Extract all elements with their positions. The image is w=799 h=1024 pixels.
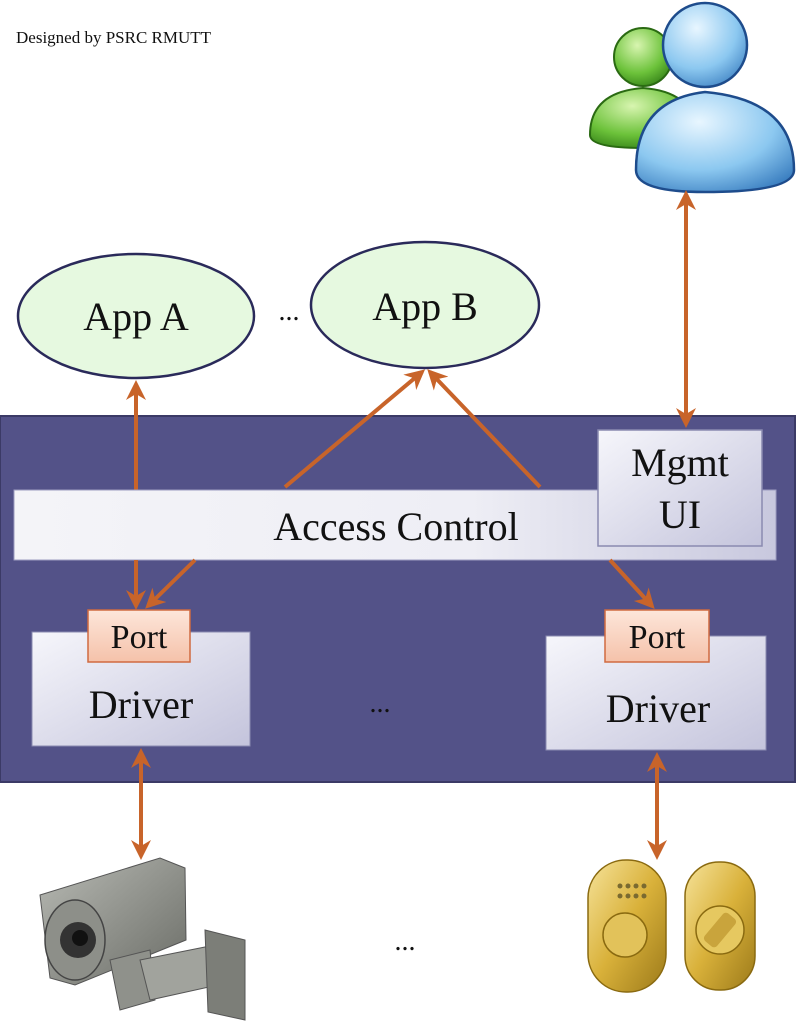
access-control-label: Access Control <box>273 504 519 549</box>
apps-ellipsis: ... <box>279 296 300 327</box>
devices-ellipsis: ... <box>395 926 416 957</box>
arrow-access-to-app-b-left <box>283 369 426 489</box>
mgmt-ui-label-line1: Mgmt <box>631 440 729 485</box>
designer-credit: Designed by PSRC RMUTT <box>16 28 212 47</box>
security-camera-icon <box>39 857 246 1021</box>
app-b-label: App B <box>372 284 478 329</box>
mgmt-ui-box: Mgmt UI <box>597 429 763 547</box>
port-b <box>604 609 710 663</box>
app-b-node: App B <box>309 240 541 370</box>
driver-b: Driver Port <box>545 609 767 751</box>
mgmt-ui-label-line2: UI <box>659 492 701 537</box>
port-a-label: Port <box>111 619 168 656</box>
port-a <box>87 609 191 663</box>
arrow-access-to-app-b-right <box>427 369 542 489</box>
driver-a: Driver Port <box>31 609 251 747</box>
drivers-ellipsis: ... <box>370 688 391 719</box>
app-a-label: App A <box>83 294 189 339</box>
arrow-access-to-port-b <box>608 558 655 609</box>
port-b-label: Port <box>629 619 686 656</box>
keypad-door-lock-icon <box>587 859 756 993</box>
arrow-access-to-port-a-2 <box>145 558 197 609</box>
driver-a-label: Driver <box>89 682 193 727</box>
users-icon <box>588 1 796 194</box>
driver-b-label: Driver <box>606 686 710 731</box>
app-a-node: App A <box>16 252 256 380</box>
